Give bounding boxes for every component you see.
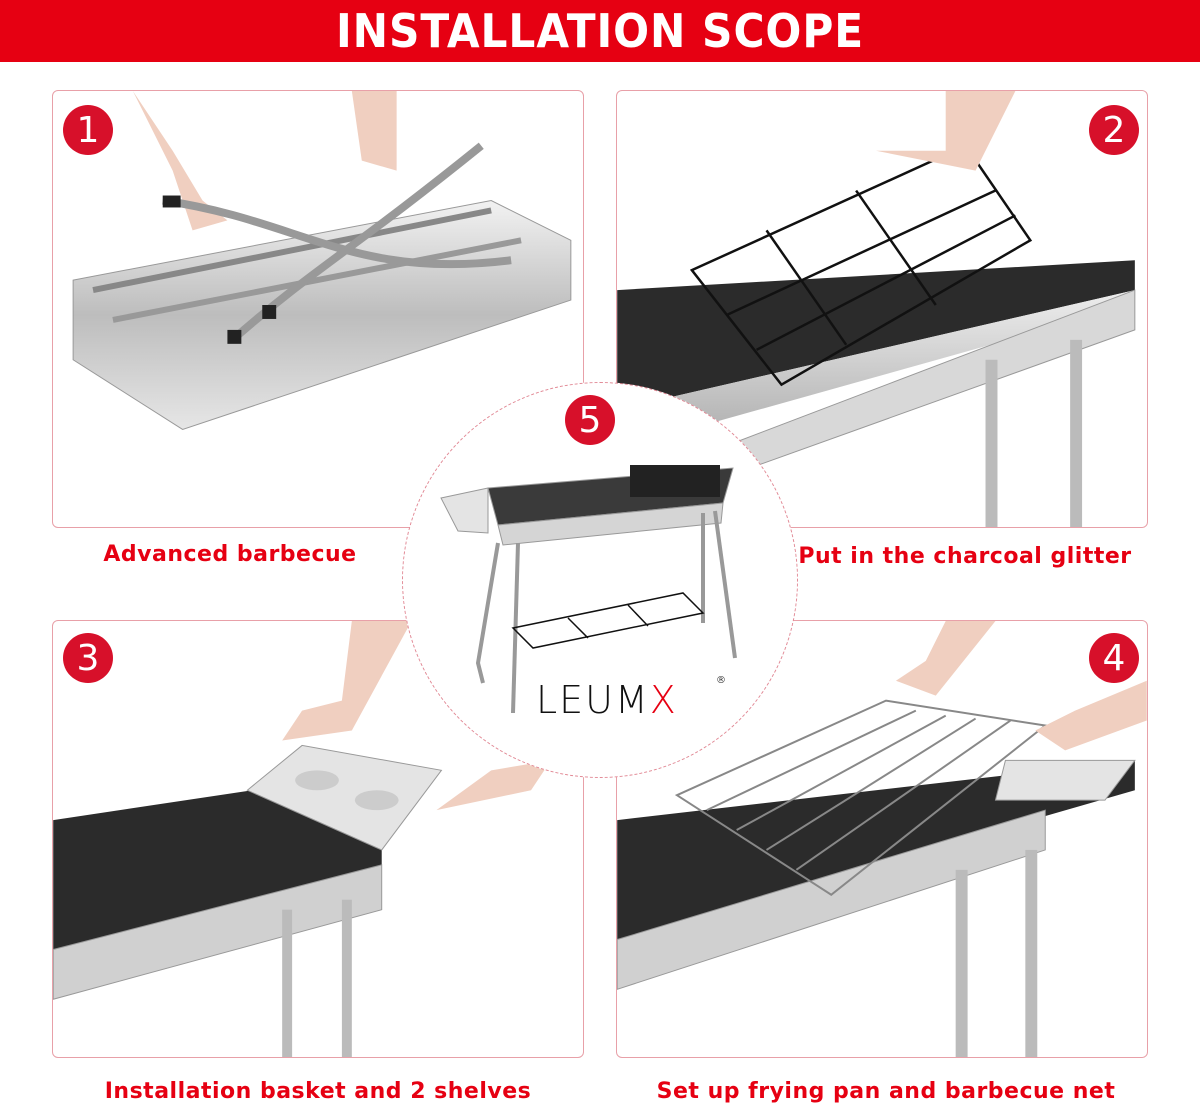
grill-with-charcoal-grate-image	[617, 91, 1136, 527]
grill-with-barbecue-net-image	[617, 621, 1147, 1057]
brand-logo: LEUMX	[536, 678, 678, 722]
step-number-badge: 4	[1089, 633, 1139, 683]
header-banner: INSTALLATION SCOPE	[0, 0, 1200, 62]
step-2-caption: Put in the charcoal glitter	[798, 544, 1132, 569]
page-title: INSTALLATION SCOPE	[335, 4, 865, 58]
step-1-caption: Advanced barbecue	[103, 542, 357, 567]
grill-with-side-tray-image	[53, 621, 551, 1057]
step-number-badge: 3	[63, 633, 113, 683]
logo-x: X	[649, 678, 678, 722]
step-number-badge: 1	[63, 105, 113, 155]
step-3-caption: Installation basket and 2 shelves	[104, 1079, 532, 1104]
folded-grill-image	[72, 91, 572, 430]
logo-text: LEUM	[536, 678, 650, 722]
step-4-panel: 4	[616, 620, 1148, 1058]
assembled-grill-circle: 5 LEUMX ®	[402, 382, 798, 778]
step-number-badge: 2	[1089, 105, 1139, 155]
step-4-caption: Set up frying pan and barbecue net	[656, 1079, 1116, 1104]
registered-mark: ®	[716, 675, 726, 686]
step-1-panel: 1	[52, 90, 584, 528]
step-number-badge: 5	[565, 395, 615, 445]
assembled-grill-image	[440, 465, 737, 714]
